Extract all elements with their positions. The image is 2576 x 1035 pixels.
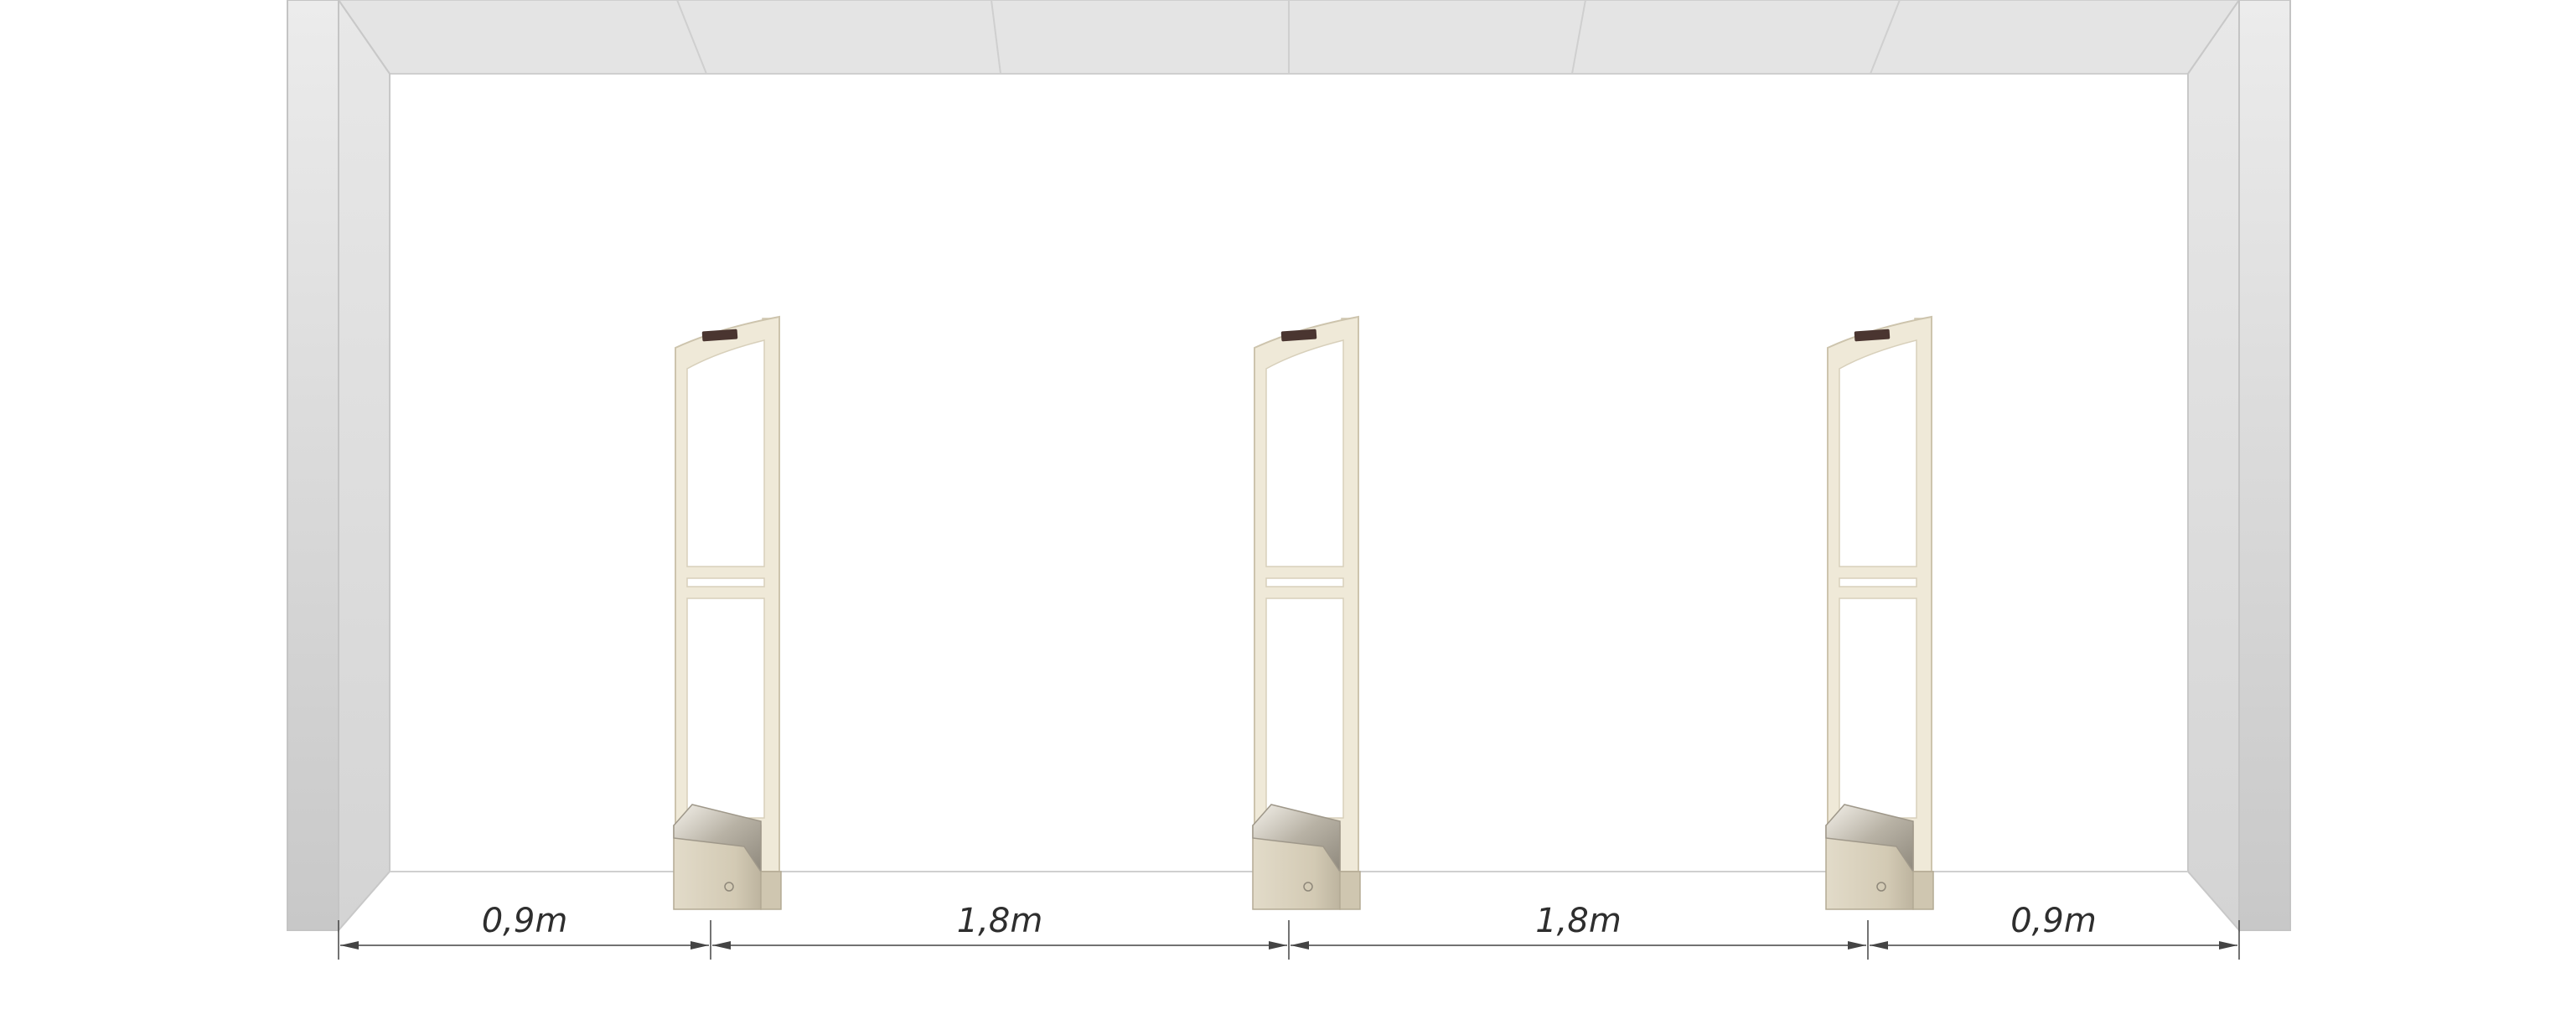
dimension-label: 1,8m xyxy=(1535,902,1622,940)
dimension-segment: 0,9m xyxy=(340,902,709,950)
indicator-light xyxy=(1280,329,1317,342)
indicator-light xyxy=(1854,329,1891,342)
arrow-right-icon xyxy=(1269,941,1287,950)
antenna-slot xyxy=(686,577,765,587)
arrow-left-icon xyxy=(712,941,731,950)
arrow-right-icon xyxy=(691,941,709,950)
dimension-group: 0,9m 1,8m 1,8m 0,9m xyxy=(338,902,2240,960)
antenna-window-upper xyxy=(1265,339,1344,567)
antenna-slot xyxy=(1839,577,1917,587)
arrow-left-icon xyxy=(1291,941,1309,950)
arrow-left-icon xyxy=(1870,941,1888,950)
antenna-middle xyxy=(1252,315,1361,910)
antenna-base-side xyxy=(1339,871,1361,910)
arrow-left-icon xyxy=(340,941,359,950)
base-hole xyxy=(1303,882,1313,892)
ceiling-seams xyxy=(676,0,1901,75)
antenna-window-lower xyxy=(1839,598,1917,819)
dimension-segment: 0,9m xyxy=(1870,902,2237,950)
dimension-label: 0,9m xyxy=(2010,902,2097,940)
base-hole xyxy=(1876,882,1886,892)
right-pillar xyxy=(2238,0,2291,931)
indicator-light xyxy=(701,329,738,342)
antenna-window-upper xyxy=(686,339,765,567)
right-side-wall xyxy=(2187,0,2240,933)
base-hole xyxy=(724,882,734,892)
arrow-right-icon xyxy=(2219,941,2237,950)
antenna-group xyxy=(673,315,1934,910)
antenna-right xyxy=(1825,315,1934,910)
antenna-slot xyxy=(1265,577,1344,587)
antenna-window-lower xyxy=(686,598,765,819)
antenna-window-lower xyxy=(1265,598,1344,819)
dimension-label: 1,8m xyxy=(957,902,1043,940)
left-pillar xyxy=(287,0,339,931)
dimension-segment: 1,8m xyxy=(712,902,1287,950)
arrow-right-icon xyxy=(1848,941,1866,950)
left-side-wall xyxy=(338,0,391,933)
dimension-segment: 1,8m xyxy=(1291,902,1866,950)
antenna-base-side xyxy=(760,871,782,910)
antenna-left xyxy=(673,315,782,910)
dimension-label: 0,9m xyxy=(482,902,568,940)
antenna-base-side xyxy=(1912,871,1934,910)
antenna-window-upper xyxy=(1839,339,1917,567)
room-frame xyxy=(287,0,2291,933)
